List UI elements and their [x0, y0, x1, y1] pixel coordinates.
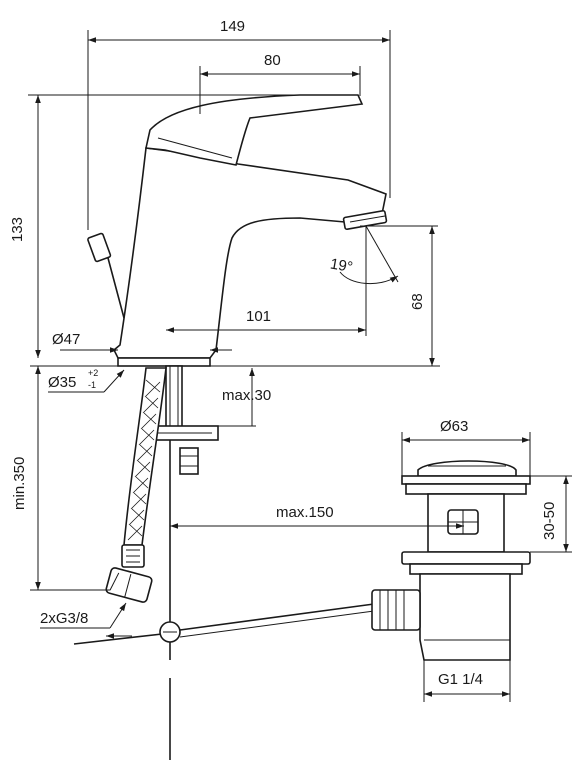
dim-101-label: 101 [246, 308, 271, 325]
dim-g114-label: G1 1/4 [438, 671, 483, 688]
dim-angle-label: 19° [329, 255, 354, 276]
dim-diameter-35-tol-minus: -1 [88, 380, 96, 390]
dim-min350-label: min.350 [11, 457, 28, 510]
drain-assembly [371, 460, 531, 661]
dimension-80: 80 [199, 52, 361, 114]
dimension-diameter-63: Ø63 [401, 418, 531, 476]
dim-diameter-47-label: Ø47 [52, 331, 80, 348]
dimension-68: 68 [360, 225, 438, 366]
dim-max150-label: max.150 [276, 504, 334, 521]
flex-hose [105, 367, 167, 603]
dimension-max30: max.30 [218, 368, 271, 427]
faucet-body [87, 94, 388, 367]
dim-133-label: 133 [9, 217, 26, 242]
dimension-diameter-47: Ø47 [52, 331, 232, 353]
dim-68-label: 68 [409, 293, 426, 310]
dim-max30-label: max.30 [222, 387, 271, 404]
dimension-g114: G1 1/4 [423, 660, 511, 702]
dim-30-50-label: 30-50 [541, 502, 558, 540]
mounting-hardware [143, 365, 219, 760]
dimension-101: 101 [166, 308, 366, 333]
dim-diameter-35-label: Ø35 [48, 374, 76, 391]
dim-diameter-35-tol-plus: +2 [88, 368, 98, 378]
dimension-angle: 19° [329, 225, 399, 336]
dimension-diameter-35: Ø35 +2 -1 [48, 368, 125, 393]
dim-149-label: 149 [220, 18, 245, 35]
dimension-max150: max.150 [170, 504, 464, 529]
dim-diameter-63-label: Ø63 [440, 418, 468, 435]
popup-linkage [73, 603, 375, 645]
dimension-133: 133 [9, 94, 358, 358]
dimension-thread: 2xG3/8 [40, 602, 132, 639]
dimension-149: 149 [87, 18, 391, 230]
dimension-min350: min.350 [11, 366, 110, 591]
dimension-30-50: 30-50 [530, 475, 572, 553]
dim-80-label: 80 [264, 52, 281, 69]
dim-thread-label: 2xG3/8 [40, 610, 88, 627]
